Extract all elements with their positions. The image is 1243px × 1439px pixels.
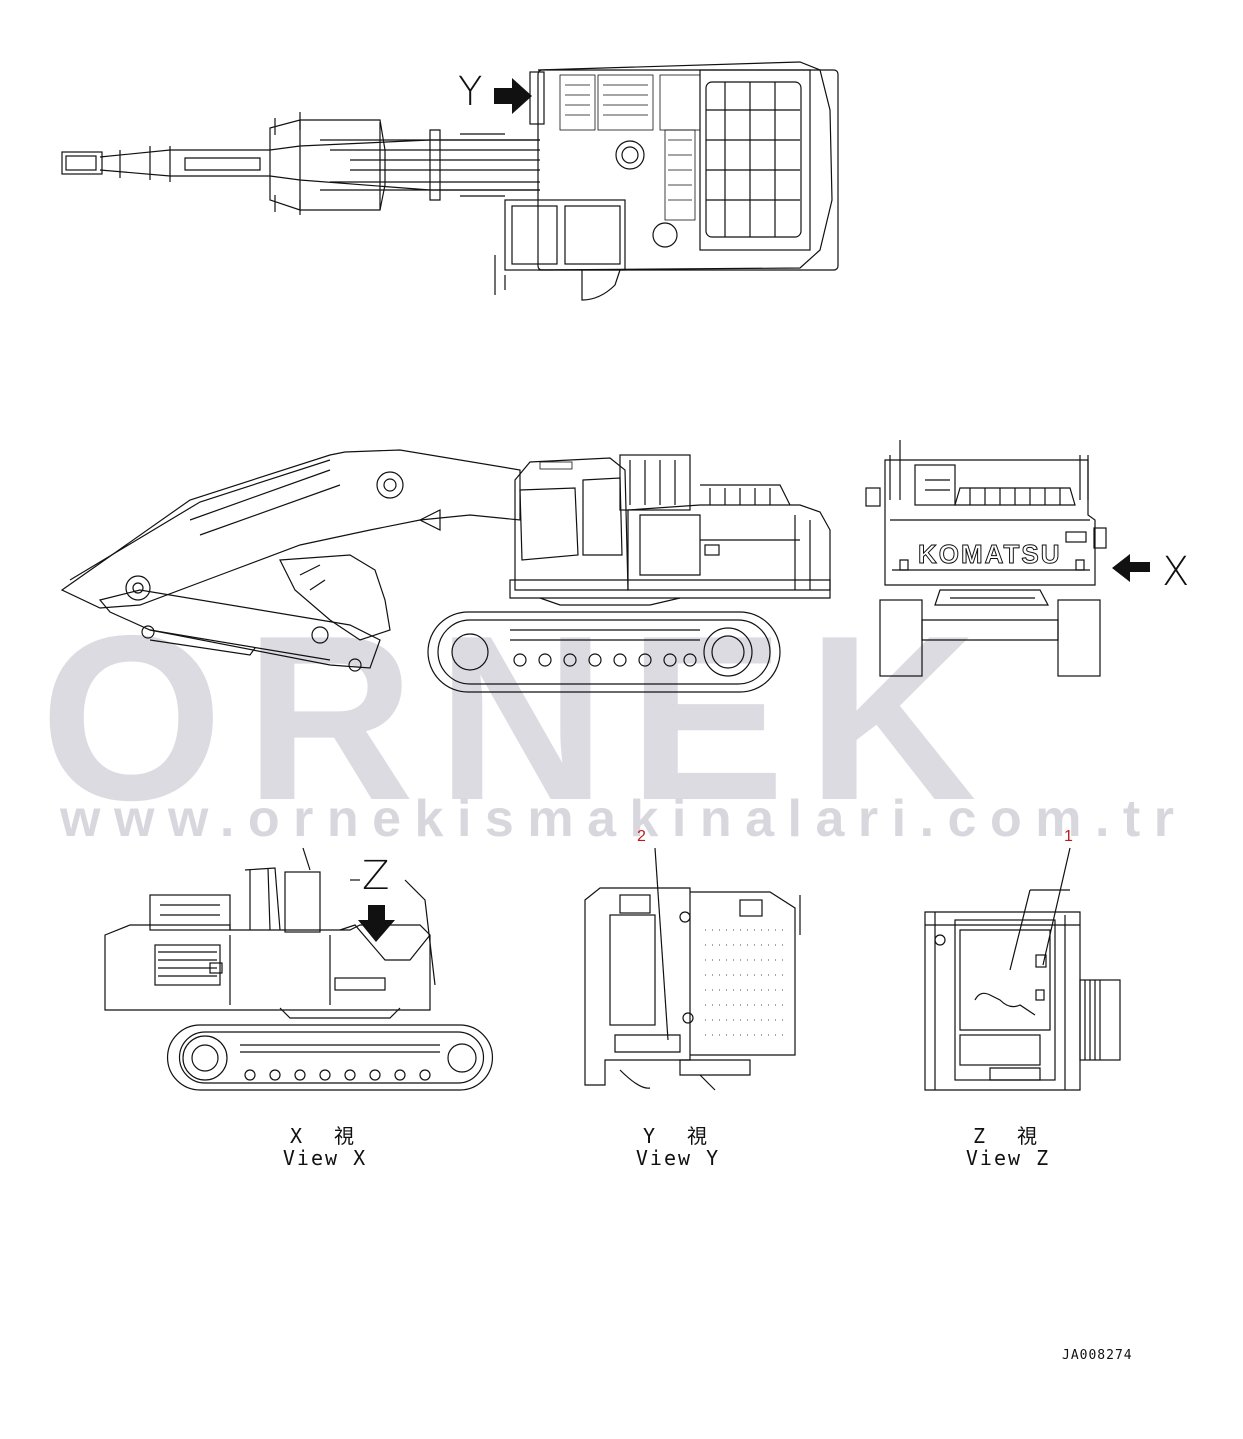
side-view-drawing — [60, 449, 831, 693]
rear-komatsu-logo: KOMATSU — [918, 539, 1062, 569]
view-z-drawing — [924, 847, 1121, 1091]
top-view-drawing — [61, 61, 839, 301]
callout-1[interactable]: 1 — [1064, 828, 1073, 845]
view-y-drawing — [584, 847, 801, 1091]
marker-y: Y — [458, 69, 483, 115]
view-x-label: View X — [282, 1146, 368, 1170]
view-y-jp-label: Y 視 — [642, 1124, 714, 1148]
leader-line-1a — [1009, 889, 1031, 971]
view-x-jp-label: X 視 — [289, 1124, 361, 1148]
view-y-label: View Y — [635, 1146, 721, 1170]
watermark-url: www.ornekismakinalari.com.tr — [60, 790, 1188, 848]
view-x-drawing — [104, 847, 494, 1091]
view-z-jp-label: Z 視 — [972, 1124, 1044, 1148]
marker-x: X — [1162, 549, 1190, 595]
marker-z: Z — [362, 853, 390, 899]
drawing-number: JA008274 — [1062, 1348, 1133, 1363]
view-z-label: View Z — [965, 1146, 1051, 1170]
leader-line-2 — [654, 847, 669, 1041]
arrow-x-icon — [1112, 554, 1150, 582]
rear-view-drawing: KOMATSU — [865, 440, 1107, 677]
arrow-y-icon — [494, 78, 532, 114]
arrow-z-icon — [358, 905, 395, 942]
callout-2[interactable]: 2 — [637, 828, 646, 845]
leader-line-1b — [1042, 847, 1071, 966]
